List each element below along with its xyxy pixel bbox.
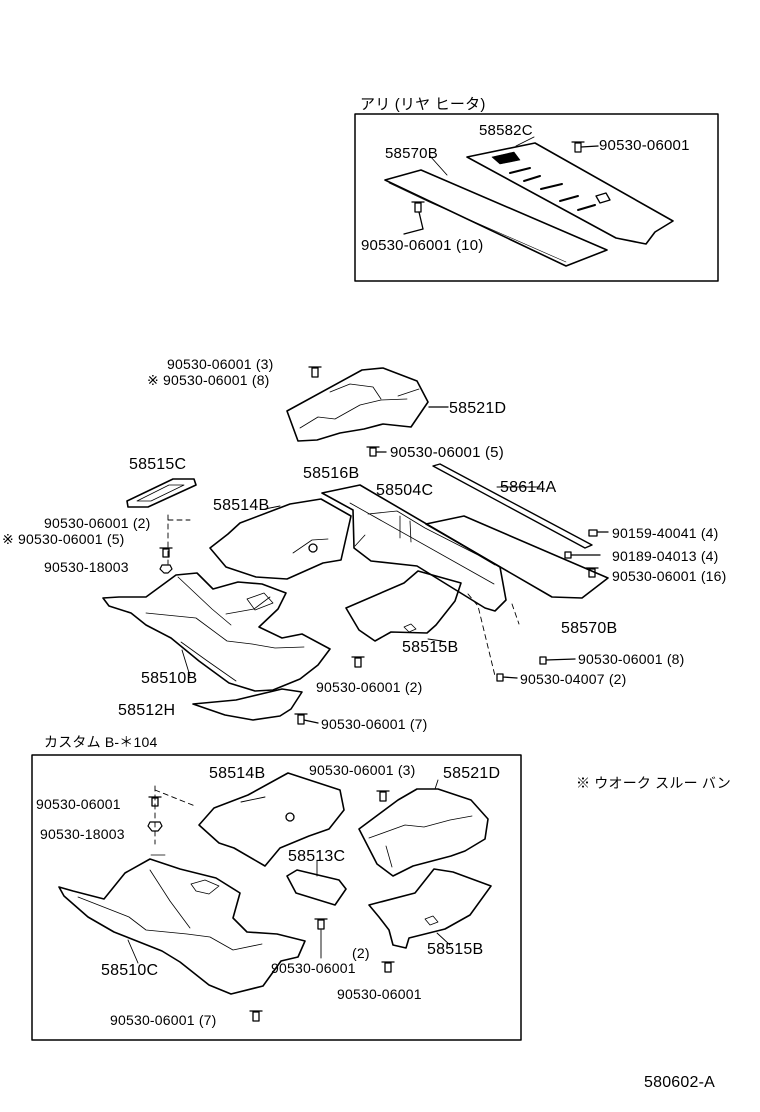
label-58514b: 58514B	[213, 497, 270, 514]
inset-top-title: アリ (リヤ ヒータ)	[360, 96, 486, 113]
legend-note: ※ ウオーク スルー バン	[576, 775, 731, 791]
inset-part-58521d	[358, 788, 489, 877]
label-bolt-8: 90530-06001 (8)	[578, 651, 685, 667]
label-58515b: 58515B	[402, 639, 459, 656]
inset-bottom-frame	[31, 754, 522, 1041]
inset-bottom-title: カスタム B-＊104	[44, 734, 158, 750]
label-bolt-5: 90530-06001 (5)	[390, 444, 504, 461]
part-58514b	[209, 498, 352, 580]
label-inset-bolt-7: 90530-06001 (7)	[110, 1012, 217, 1028]
label-bolt-10: 90530-06001 (10)	[361, 237, 484, 254]
label-bolt-5-star: ※ 90530-06001 (5)	[2, 531, 125, 547]
label-inset-bolt-b: 90530-06001	[271, 960, 356, 976]
label-bolt-2b: 90530-06001 (2)	[316, 679, 423, 695]
label-inset-58515b: 58515B	[427, 941, 484, 958]
part-58570b-main	[425, 515, 609, 599]
label-bolt-8-star: ※ 90530-06001 (8)	[147, 372, 270, 388]
label-inset-58514b: 58514B	[209, 765, 266, 782]
label-inset-58521d: 58521D	[443, 765, 501, 782]
label-bolt-2: 90530-06001 (2)	[44, 515, 151, 531]
label-58521d: 58521D	[449, 400, 507, 417]
part-58515b	[345, 570, 462, 642]
label-58504c: 58504C	[376, 482, 434, 499]
part-58510b	[102, 572, 331, 692]
part-58504c	[321, 484, 507, 612]
inset-top-frame	[354, 113, 719, 282]
label-bolt-7: 90530-06001 (7)	[321, 716, 428, 732]
label-inset-58513c: 58513C	[288, 848, 346, 865]
inset-part-58513c	[286, 869, 347, 906]
label-58582c-top: 58582C	[479, 122, 533, 139]
label-58510b: 58510B	[141, 670, 198, 687]
label-inset-bolt-c: 90530-06001	[337, 986, 422, 1002]
label-inset-bolt-a: 90530-06001	[36, 796, 121, 812]
label-58515c: 58515C	[129, 456, 187, 473]
inset-part-58510c	[58, 858, 306, 995]
part-58521d	[286, 367, 429, 442]
label-90159-40041: 90159-40041 (4)	[612, 525, 719, 541]
label-bolt-top-inset: 90530-06001	[599, 137, 690, 154]
label-inset-clip-18003: 90530-18003	[40, 826, 125, 842]
part-58570b-plate	[384, 169, 608, 267]
inset-part-58515b	[368, 868, 492, 949]
label-58516b: 58516B	[303, 465, 360, 482]
label-90530-04007: 90530-04007 (2)	[520, 671, 627, 687]
part-58614a	[432, 463, 593, 549]
label-inset-58510c: 58510C	[101, 962, 159, 979]
label-58570b-top: 58570B	[385, 145, 438, 162]
part-58515c	[126, 478, 197, 508]
label-58570b-main: 58570B	[561, 620, 618, 637]
diagram-id: 580602-A	[644, 1074, 715, 1091]
inset-part-58514b	[198, 772, 345, 867]
label-inset-bolt-3: 90530-06001 (3)	[309, 762, 416, 778]
label-58614a: 58614A	[500, 479, 557, 496]
label-bolt-16: 90530-06001 (16)	[612, 568, 727, 584]
label-inset-qty-2: (2)	[352, 945, 370, 961]
part-58512h	[192, 688, 303, 721]
label-90189-04013: 90189-04013 (4)	[612, 548, 719, 564]
label-58512h: 58512H	[118, 702, 176, 719]
part-58582c-plate	[466, 142, 674, 245]
label-clip-18003: 90530-18003	[44, 559, 129, 575]
label-bolt-3: 90530-06001 (3)	[167, 356, 274, 372]
